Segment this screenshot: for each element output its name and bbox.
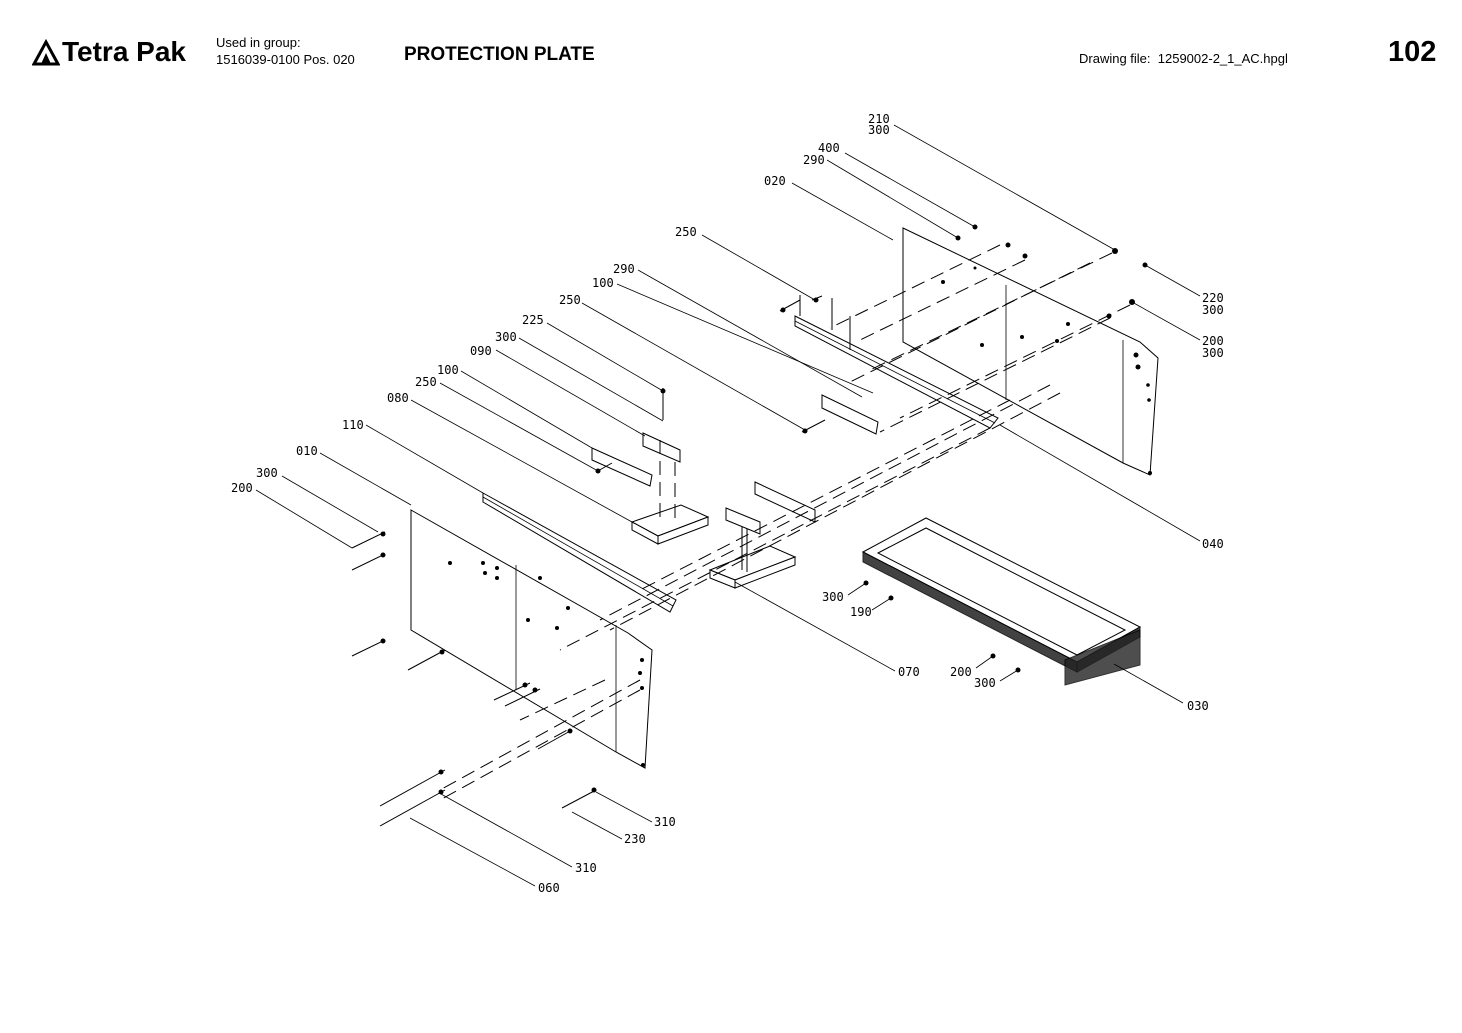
page-number: 102 (1388, 36, 1437, 68)
callout-200: 200 (231, 481, 253, 495)
callout-300: 300 (1202, 303, 1224, 317)
callout-300: 300 (495, 330, 517, 344)
callout-030: 030 (1187, 699, 1209, 713)
used-in-group: Used in group: 1516039-0100 Pos. 020 (216, 34, 355, 68)
drawing-file-value: 1259002-2_1_AC.hpgl (1157, 51, 1288, 66)
used-in-group-value: 1516039-0100 Pos. 020 (216, 52, 355, 67)
callout-060: 060 (538, 881, 560, 895)
bracket-left (591, 432, 681, 487)
tetra-pak-logo-icon (32, 38, 60, 66)
used-in-group-label: Used in group: (216, 35, 301, 50)
page-title: PROTECTION PLATE (404, 44, 595, 65)
callout-230: 230 (624, 832, 646, 846)
callout-labels: 210 300 400 290 020 250 290 100 250 225 … (231, 112, 1224, 895)
brand-logo: Tetra Pak (32, 36, 186, 68)
callout-300: 300 (822, 590, 844, 604)
callout-200: 200 (1202, 334, 1224, 348)
callout-250: 250 (415, 375, 437, 389)
callout-310: 310 (575, 861, 597, 875)
callout-210: 210 (868, 112, 890, 126)
callout-080: 080 (387, 391, 409, 405)
brand-name: Tetra Pak (62, 36, 186, 67)
callout-290: 290 (803, 153, 825, 167)
callout-400: 400 (818, 141, 840, 155)
callout-010: 010 (296, 444, 318, 458)
callout-070: 070 (898, 665, 920, 679)
callout-225: 225 (522, 313, 544, 327)
callout-300: 300 (974, 676, 996, 690)
mount-plate-080 (630, 504, 710, 545)
callout-300: 300 (256, 466, 278, 480)
perforated-plate (861, 517, 1142, 686)
callout-250: 250 (559, 293, 581, 307)
right-side-plate (902, 227, 1159, 476)
drawing-file: Drawing file: 1259002-2_1_AC.hpgl (1079, 51, 1288, 66)
upper-bar-left (482, 492, 677, 613)
callout-300: 300 (868, 123, 890, 137)
callout-100: 100 (437, 363, 459, 377)
callout-100: 100 (592, 276, 614, 290)
drawing-file-label: Drawing file: (1079, 51, 1151, 66)
callout-020: 020 (764, 174, 786, 188)
callout-250: 250 (675, 225, 697, 239)
callout-290: 290 (613, 262, 635, 276)
bracket-right (821, 394, 879, 435)
callout-090: 090 (470, 344, 492, 358)
callout-040: 040 (1202, 537, 1224, 551)
header: Tetra Pak Used in group: 1516039-0100 Po… (0, 0, 1462, 100)
assembly-dash-lines (439, 244, 1131, 801)
callout-200: 200 (950, 665, 972, 679)
mount-plate-070 (708, 481, 816, 589)
callout-110: 110 (342, 418, 364, 432)
callout-220: 220 (1202, 291, 1224, 305)
leader-lines (255, 124, 1201, 887)
left-side-plate (410, 509, 653, 769)
callout-300: 300 (1202, 346, 1224, 360)
callout-190: 190 (850, 605, 872, 619)
callout-310: 310 (654, 815, 676, 829)
